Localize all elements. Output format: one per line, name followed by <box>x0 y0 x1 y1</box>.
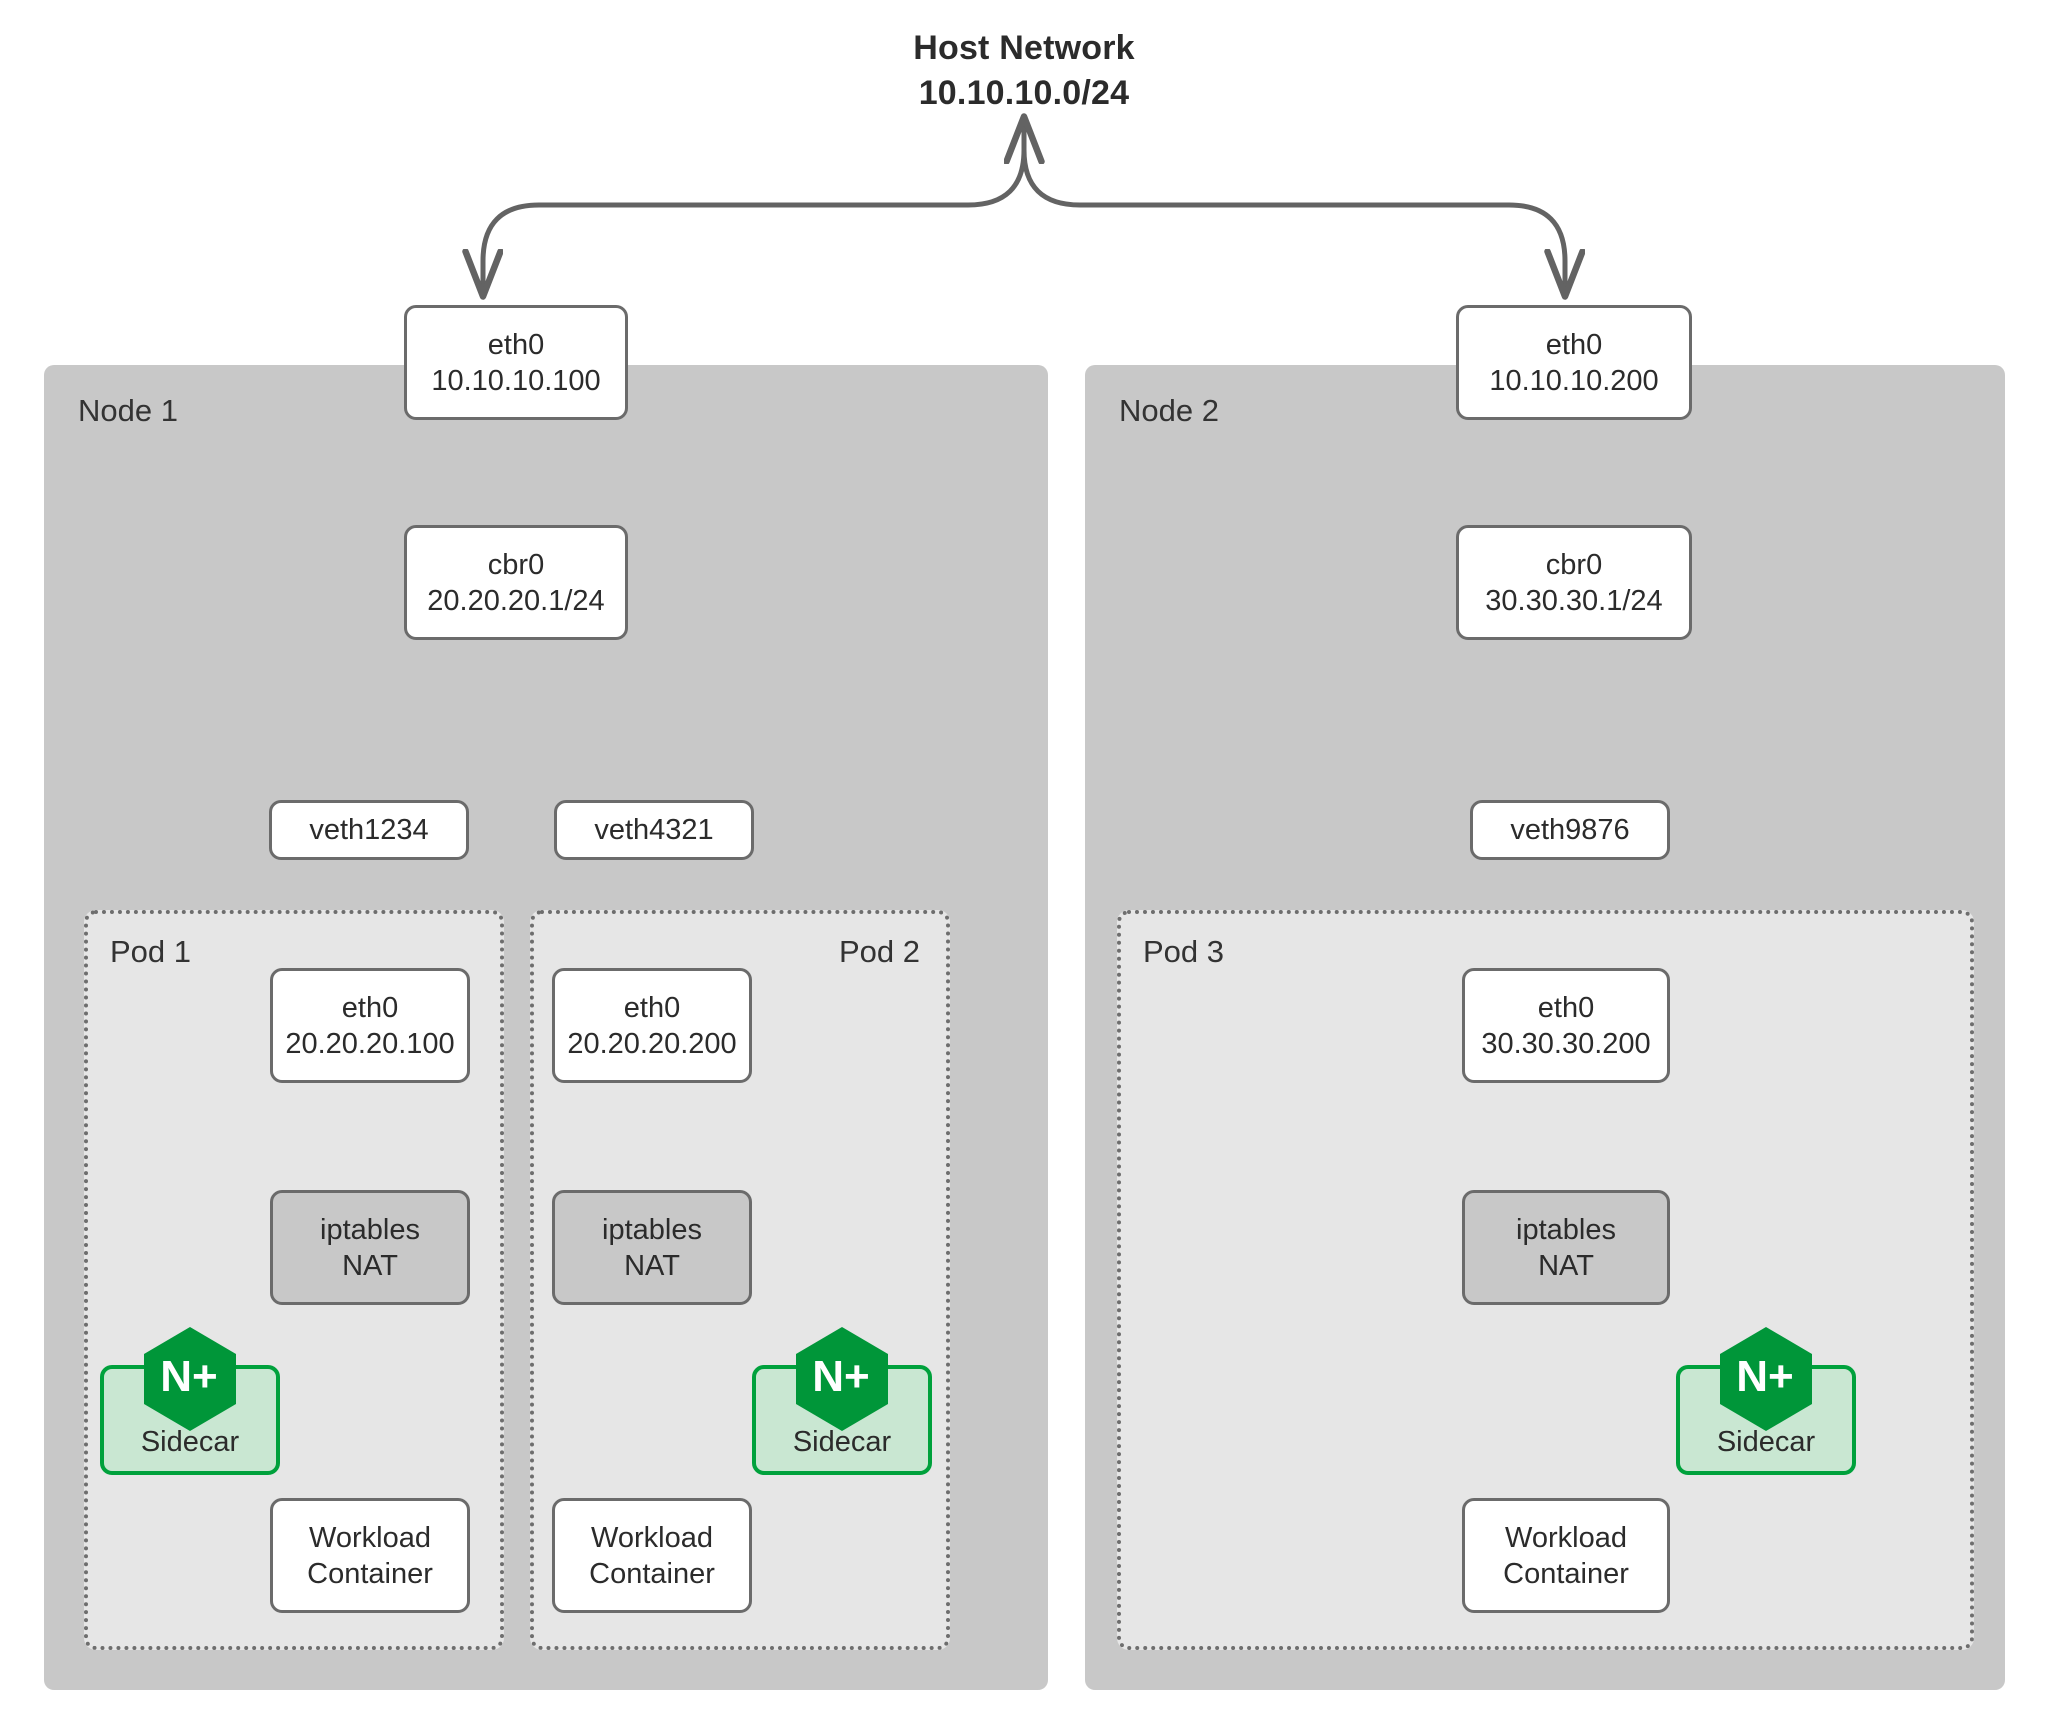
wire-host-to-node2 <box>1021 125 1565 295</box>
node-2-cbr0-name: cbr0 <box>1545 548 1603 581</box>
node-2-veth9876-label: veth9876 <box>1510 814 1630 846</box>
pod-2-workload-line1: Workload <box>591 1521 713 1554</box>
pod-2-eth0-addr: 20.20.20.200 <box>567 1027 737 1060</box>
pod-3-workload-line2: Container <box>1503 1557 1629 1590</box>
pod-2-eth0-box[interactable]: eth0 20.20.20.200 <box>552 968 752 1083</box>
pod-1-eth0-box[interactable]: eth0 20.20.20.100 <box>270 968 470 1083</box>
node-1-veth4321-label: veth4321 <box>594 814 714 846</box>
pod-1-nat-line1: iptables <box>320 1213 420 1246</box>
pod-1-nat-line2: NAT <box>342 1249 398 1282</box>
pod-3-iptables-nat-box[interactable]: iptables NAT <box>1462 1190 1670 1305</box>
pod-1-workload-line1: Workload <box>309 1521 431 1554</box>
node-1-veth1234-box[interactable]: veth1234 <box>269 800 469 860</box>
wire-host-to-node1 <box>483 125 1027 295</box>
pod-1-sidecar-box[interactable]: N+ Sidecar <box>100 1327 280 1475</box>
pod-2-eth0-name: eth0 <box>623 991 681 1024</box>
pod-1-workload-line2: Container <box>307 1557 433 1590</box>
svg-text:N+: N+ <box>160 1352 217 1401</box>
pod-2-sidecar-box[interactable]: N+ Sidecar <box>752 1327 932 1475</box>
pod-3-eth0-box[interactable]: eth0 30.30.30.200 <box>1462 968 1670 1083</box>
node-2-eth0-addr: 10.10.10.200 <box>1489 364 1659 397</box>
pod-3-nat-line1: iptables <box>1516 1213 1616 1246</box>
node-1-cbr0-box[interactable]: cbr0 20.20.20.1/24 <box>404 525 628 640</box>
pod-1-label: Pod 1 <box>110 934 192 969</box>
pod-3-label: Pod 3 <box>1143 934 1225 969</box>
host-network-name: Host Network <box>913 29 1135 67</box>
node-2-eth0-name: eth0 <box>1545 328 1603 361</box>
node-2-label: Node 2 <box>1119 393 1219 428</box>
pod-3-nat-line2: NAT <box>1538 1249 1594 1282</box>
node-1-cbr0-addr: 20.20.20.1/24 <box>427 584 605 617</box>
node-1-label: Node 1 <box>78 393 178 428</box>
pod-1-eth0-addr: 20.20.20.100 <box>285 1027 455 1060</box>
nginx-plus-logo-icon: N+ <box>1718 1325 1814 1433</box>
pod-2-iptables-nat-box[interactable]: iptables NAT <box>552 1190 752 1305</box>
pod-3-eth0-name: eth0 <box>1537 991 1595 1024</box>
pod-2-nat-line1: iptables <box>602 1213 702 1246</box>
pod-1-iptables-nat-box[interactable]: iptables NAT <box>270 1190 470 1305</box>
pod-1-sidecar-label: Sidecar <box>140 1426 240 1458</box>
pod-2-workload-line2: Container <box>589 1557 715 1590</box>
pod-3-workload-container-box[interactable]: Workload Container <box>1462 1498 1670 1613</box>
pod-3-sidecar-label: Sidecar <box>1716 1426 1816 1458</box>
node-1-cbr0-name: cbr0 <box>487 548 545 581</box>
node-2-cbr0-addr: 30.30.30.1/24 <box>1485 584 1663 617</box>
svg-text:N+: N+ <box>812 1352 869 1401</box>
host-network-cidr: 10.10.10.0/24 <box>918 74 1130 112</box>
pod-3-eth0-addr: 30.30.30.200 <box>1481 1027 1651 1060</box>
node-2-veth9876-box[interactable]: veth9876 <box>1470 800 1670 860</box>
node-1-eth0-addr: 10.10.10.100 <box>431 364 601 397</box>
pod-2-nat-line2: NAT <box>624 1249 680 1282</box>
pod-1-eth0-name: eth0 <box>341 991 399 1024</box>
nginx-plus-logo-icon: N+ <box>142 1325 238 1433</box>
pod-2-label: Pod 2 <box>838 934 920 969</box>
node-1-veth4321-box[interactable]: veth4321 <box>554 800 754 860</box>
node-2-eth0-box[interactable]: eth0 10.10.10.200 <box>1456 305 1692 420</box>
svg-text:N+: N+ <box>1736 1352 1793 1401</box>
node-1-eth0-name: eth0 <box>487 328 545 361</box>
node-1-veth1234-label: veth1234 <box>309 814 429 846</box>
nginx-plus-logo-icon: N+ <box>794 1325 890 1433</box>
pod-1-workload-container-box[interactable]: Workload Container <box>270 1498 470 1613</box>
pod-2-workload-container-box[interactable]: Workload Container <box>552 1498 752 1613</box>
pod-3-sidecar-box[interactable]: N+ Sidecar <box>1676 1327 1856 1475</box>
host-network-title: Host Network 10.10.10.0/24 <box>0 26 2048 116</box>
node-1-eth0-box[interactable]: eth0 10.10.10.100 <box>404 305 628 420</box>
pod-2-sidecar-label: Sidecar <box>792 1426 892 1458</box>
node-2-cbr0-box[interactable]: cbr0 30.30.30.1/24 <box>1456 525 1692 640</box>
pod-3-workload-line1: Workload <box>1505 1521 1627 1554</box>
